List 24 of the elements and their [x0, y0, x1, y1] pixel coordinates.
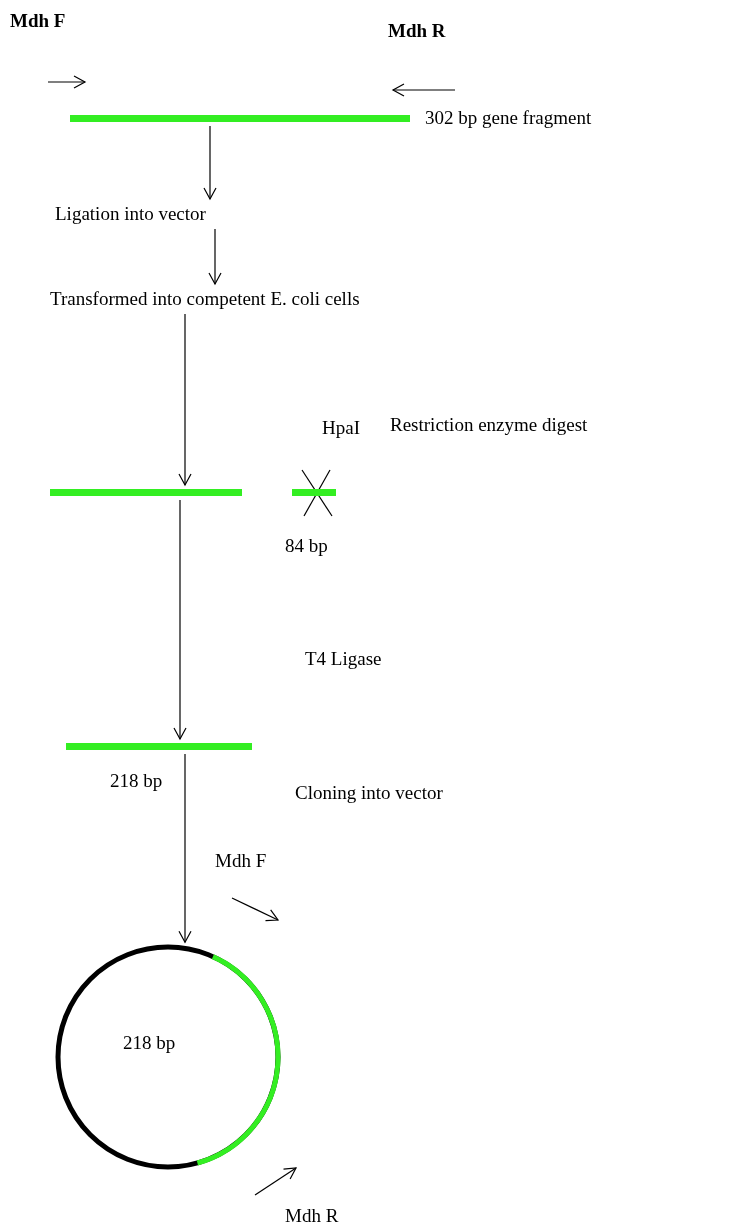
- dna-fragment: [66, 743, 252, 750]
- fragment-length: 84 bp: [285, 535, 328, 557]
- plasmid-circle: [54, 943, 282, 1171]
- arrow: [173, 499, 187, 740]
- fragment-length: 218 bp: [110, 770, 163, 792]
- annotation-text: T4 Ligase: [305, 648, 382, 670]
- primer-name: Mdh F: [10, 10, 66, 32]
- arrow: [178, 313, 192, 486]
- dna-fragment: [50, 489, 242, 496]
- arrow: [208, 228, 222, 285]
- arrow: [203, 125, 217, 200]
- annotation-text: Mdh R: [285, 1205, 339, 1227]
- arrow: [178, 753, 192, 943]
- primer-name: Mdh R: [388, 20, 446, 42]
- step-text: Transformed into competent E. coli cells: [50, 288, 360, 310]
- dna-fragment: [292, 489, 336, 496]
- annotation-text: Cloning into vector: [295, 782, 443, 804]
- dna-fragment: [70, 115, 410, 122]
- plasmid-size: 218 bp: [123, 1032, 176, 1054]
- annotation-text: Mdh F: [215, 850, 267, 872]
- annotation-text: HpaI: [322, 417, 360, 439]
- step-text: Ligation into vector: [55, 203, 206, 225]
- annotation-text: Restriction enzyme digest: [390, 414, 588, 436]
- fragment-length: 302 bp gene fragment: [425, 107, 592, 129]
